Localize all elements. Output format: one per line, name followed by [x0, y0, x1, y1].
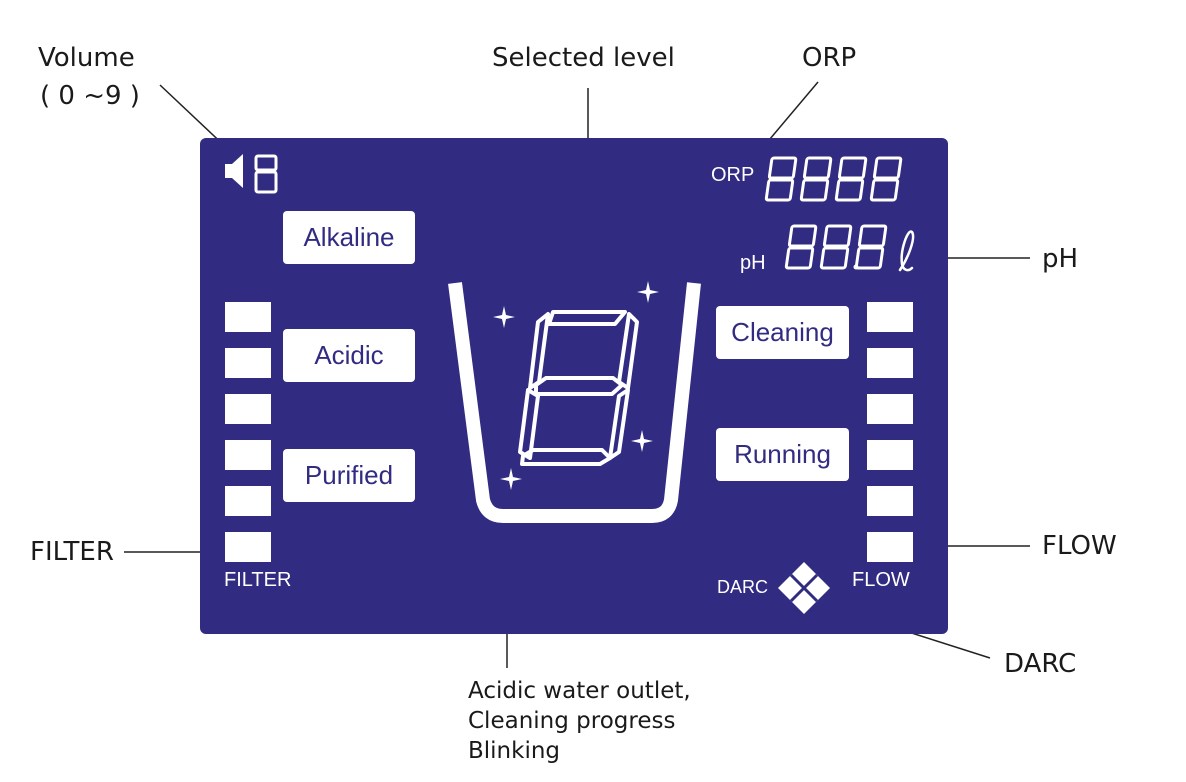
filter-bar — [225, 302, 271, 332]
filter-label: FILTER — [224, 569, 292, 591]
callout-filter: FILTER — [30, 537, 114, 567]
flow-label: FLOW — [852, 569, 910, 591]
orp-label: ORP — [711, 164, 755, 186]
callout-orp: ORP — [802, 43, 857, 73]
callout-selected-level: Selected level — [492, 43, 675, 73]
flow-bar — [867, 440, 913, 470]
filter-bar — [225, 440, 271, 470]
lcd-segment-graphics — [225, 154, 915, 614]
darc-icon — [778, 562, 830, 614]
sparkle-icons — [493, 281, 659, 490]
alkaline-mode-button[interactable]: Alkaline — [283, 211, 415, 264]
purified-mode-button[interactable]: Purified — [283, 449, 415, 502]
filter-bar — [225, 394, 271, 424]
cup-icon — [448, 282, 701, 523]
callout-darc: DARC — [1004, 649, 1077, 679]
callout-ph: pH — [1042, 244, 1079, 274]
selected-level-digit — [518, 310, 639, 466]
filter-bar — [225, 486, 271, 516]
flow-bar — [867, 532, 913, 562]
darc-label: DARC — [717, 577, 769, 597]
flow-bar — [867, 394, 913, 424]
flow-bar — [867, 302, 913, 332]
callout-volume-range: ( 0 ~9 ) — [40, 81, 140, 111]
callout-outlet-line2: Cleaning progress — [468, 708, 676, 734]
ph-label: pH — [740, 252, 766, 274]
liter-icon — [898, 230, 915, 272]
callout-outlet-line1: Acidic water outlet, — [468, 678, 691, 704]
filter-bar — [225, 348, 271, 378]
acidic-mode-button[interactable]: Acidic — [283, 329, 415, 382]
speaker-icon — [225, 154, 243, 188]
cleaning-indicator: Cleaning — [716, 306, 849, 359]
volume-digit — [254, 154, 278, 194]
lcd-display-panel: Alkaline Acidic Purified Cleaning Runnin… — [200, 138, 948, 634]
orp-digits — [764, 156, 903, 202]
callout-volume: Volume — [38, 43, 135, 73]
filter-bar — [225, 532, 271, 562]
running-indicator: Running — [716, 428, 849, 481]
callout-flow: FLOW — [1042, 531, 1117, 561]
flow-bar — [867, 348, 913, 378]
flow-bar — [867, 486, 913, 516]
ph-digits — [784, 224, 888, 270]
callout-outlet-line3: Blinking — [468, 738, 561, 764]
ph-decimal-point — [853, 264, 859, 270]
